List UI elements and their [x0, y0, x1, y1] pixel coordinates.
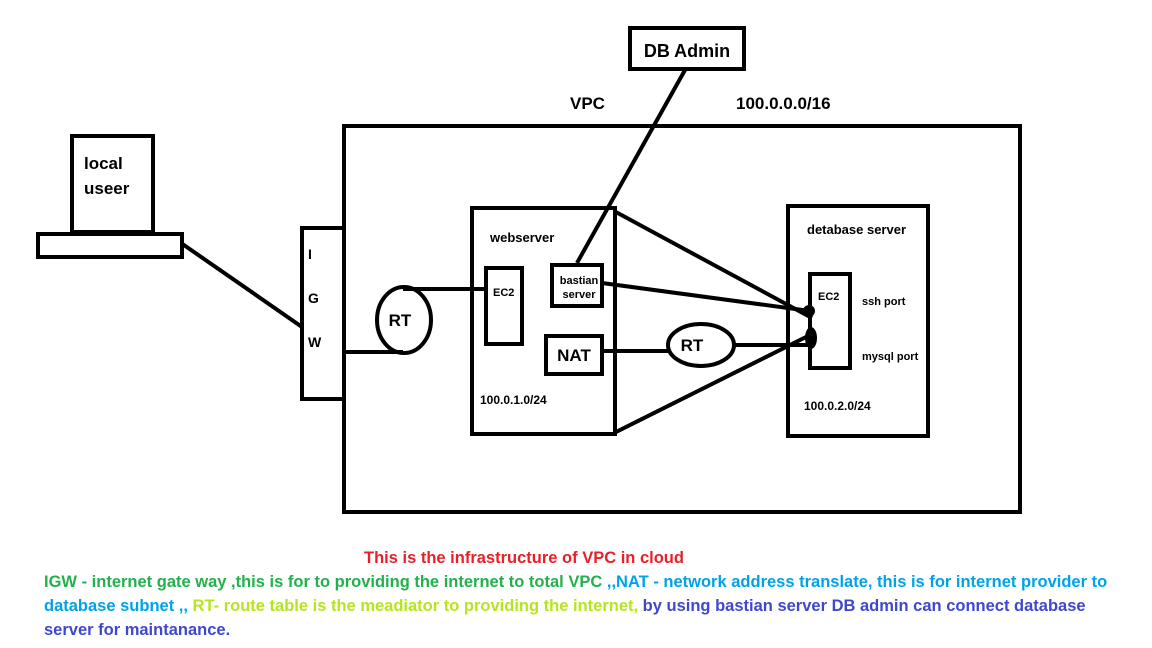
nat-explanation: ,,NAT - network address translate, this …	[44, 573, 1108, 615]
bastion-label-line2: server	[562, 289, 596, 301]
igw-letter-g: G	[308, 290, 319, 306]
local-user-label-line1: local	[84, 154, 123, 173]
vpc-boundary	[342, 124, 1022, 514]
mysql-port-label: mysql port	[862, 351, 919, 363]
vpc-label: VPC	[570, 94, 605, 113]
local-user-to-igw-line	[179, 241, 304, 329]
webserver-subnet	[470, 206, 617, 436]
igw-box	[300, 226, 346, 401]
web-subnet-cidr: 100.0.1.0/24	[480, 393, 547, 407]
database-subnet	[786, 204, 930, 438]
nat-label: NAT	[557, 346, 591, 365]
bastion-label-line1: bastian	[560, 275, 599, 287]
db-admin-label: DB Admin	[644, 41, 730, 61]
notes-title: This is the infrastructure of VPC in clo…	[364, 549, 684, 567]
local-user-label-line2: useer	[84, 179, 130, 198]
db-subnet-cidr: 100.0.2.0/24	[804, 399, 871, 413]
bastion-server-box	[550, 263, 604, 308]
vpc-architecture-diagram: DB Admin VPC 100.0.0.0/16 local useer I …	[36, 26, 1022, 514]
route-table-nat	[666, 322, 736, 368]
db-ec2-box	[808, 272, 852, 370]
db-admin-to-bastion-line	[575, 69, 687, 264]
local-user-base	[36, 232, 184, 259]
igw-letter-i: I	[308, 246, 312, 262]
ssh-port-dot	[803, 305, 815, 317]
nat-box	[544, 334, 604, 376]
vpc-cidr: 100.0.0.0/16	[736, 94, 831, 113]
webserver-label: webserver	[489, 230, 554, 245]
bastion-explanation: by using bastian server DB admin can con…	[44, 597, 1086, 639]
rt-explanation: RT- route table is the meadiator to prov…	[192, 597, 639, 615]
mysql-port-dot	[805, 327, 817, 349]
webserver-subnet-link-top	[613, 209, 813, 320]
webserver-subnet-link-bottom	[613, 332, 813, 435]
db-admin-box	[628, 26, 746, 71]
web-ec2-box	[484, 266, 524, 346]
route-table-igw	[375, 285, 433, 355]
igw-explanation: IGW - internet gate way ,this is for to …	[44, 573, 607, 591]
igw-letter-w: W	[308, 334, 322, 350]
explanation-notes: This is the infrastructure of VPC in clo…	[44, 546, 1134, 642]
web-ec2-label: EC2	[493, 287, 514, 299]
route-table-nat-label: RT	[681, 336, 704, 355]
database-label: detabase server	[807, 222, 906, 237]
bastion-to-ssh-port-line	[601, 281, 811, 313]
db-ec2-label: EC2	[818, 291, 839, 303]
route-table-igw-label: RT	[389, 311, 412, 330]
ssh-port-label: ssh port	[862, 296, 906, 308]
